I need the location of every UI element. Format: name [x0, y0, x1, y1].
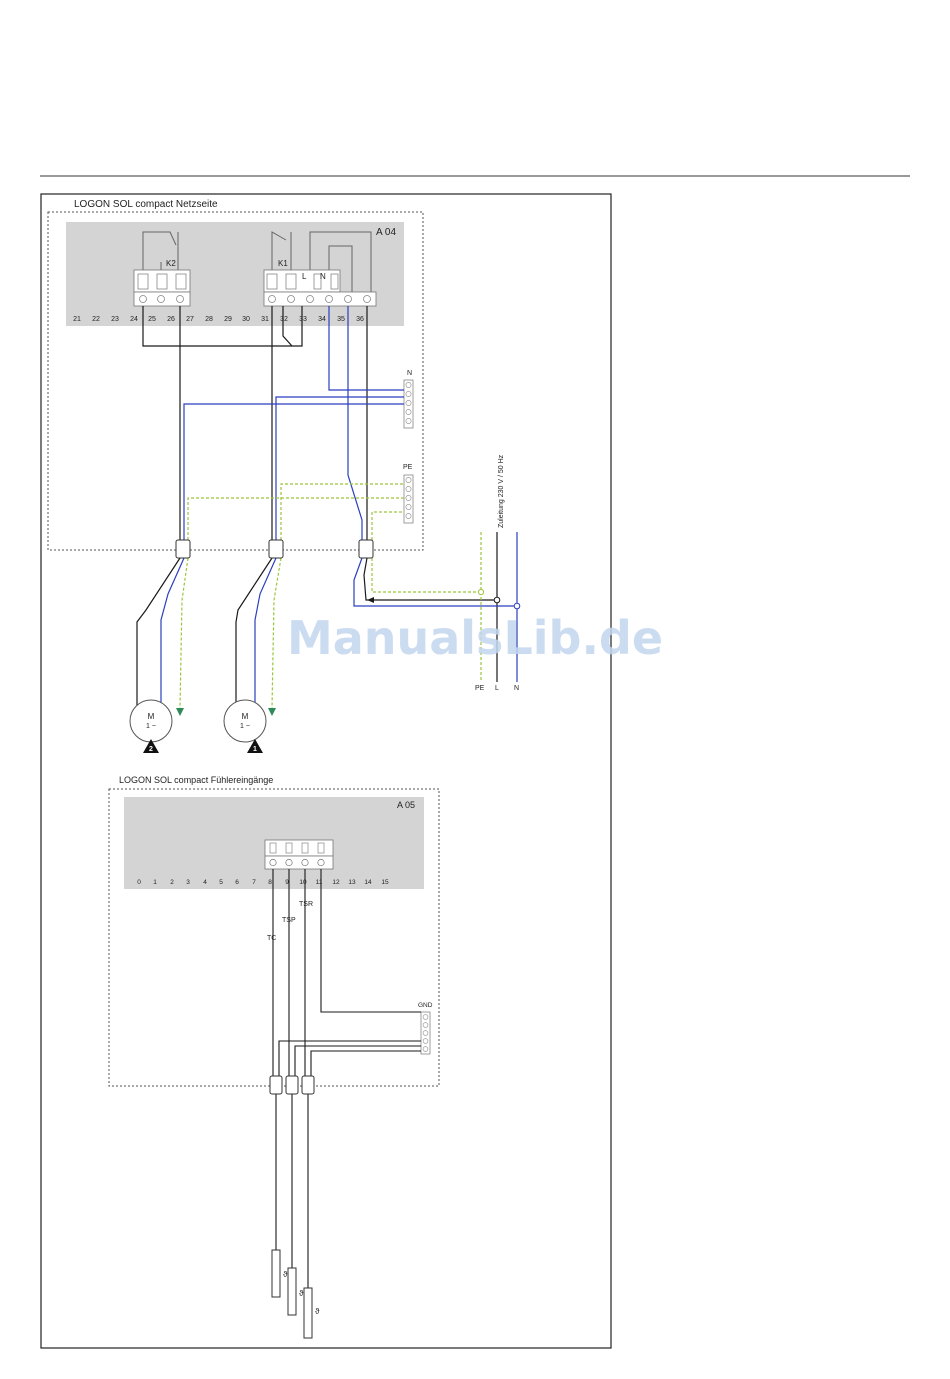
sensor-tsp-label: TSP: [282, 917, 296, 924]
a05-terminal-number: 3: [186, 879, 190, 886]
a04-terminal-number: 28: [205, 316, 213, 323]
motor-2-symbol: M: [148, 712, 155, 721]
sensor-symbol-tsr: ϑ: [315, 1307, 320, 1316]
sensor-tc-label: TC: [267, 935, 276, 942]
a05-terminal-number: 0: [137, 879, 141, 886]
pe-bus-label: PE: [403, 464, 413, 471]
supply-term-l: L: [495, 685, 499, 692]
controller-board-a04: [66, 222, 404, 326]
a04-terminal-number: 36: [356, 316, 364, 323]
supply-term-pe: PE: [475, 685, 485, 692]
motor-2-phase: 1 ~: [146, 723, 156, 730]
a05-terminal-number: 6: [235, 879, 239, 886]
bottom-section-title: LOGON SOL compact Fühlereingänge: [119, 775, 273, 785]
sensor-terminal-block: [265, 840, 333, 869]
earth-wires: [180, 484, 481, 708]
a04-terminal-number: 22: [92, 316, 100, 323]
n-busbar: [404, 380, 413, 428]
a05-terminal-number: 15: [381, 879, 389, 886]
a04-terminal-number: 30: [242, 316, 250, 323]
cable-glands-top: [176, 540, 373, 558]
gnd-bus-label: GND: [418, 1002, 433, 1009]
a04-terminal-number: 27: [186, 316, 194, 323]
gnd-busbar: [421, 1012, 430, 1054]
motor-1-symbol: M: [242, 712, 249, 721]
a05-terminal-number: 10: [299, 879, 307, 886]
n-bus-label: N: [407, 370, 412, 377]
a05-terminal-number: 8: [268, 879, 272, 886]
a04-terminal-number: 23: [111, 316, 119, 323]
a04-terminal-number: 25: [148, 316, 156, 323]
warning-marker-1: 1: [253, 746, 257, 753]
motor-1: [224, 700, 276, 753]
board-label-a05: A 05: [397, 800, 415, 810]
a05-terminal-number: 13: [348, 879, 356, 886]
warning-marker-2: 2: [149, 746, 153, 753]
a04-terminal-number: 21: [73, 316, 81, 323]
a05-terminal-number: 1: [153, 879, 157, 886]
a04-terminal-number: 26: [167, 316, 175, 323]
a05-terminal-number: 12: [332, 879, 340, 886]
watermark: ManualsLib.de: [287, 611, 663, 665]
diagram-frame: [41, 194, 611, 1348]
a05-terminal-number: 4: [203, 879, 207, 886]
a04-terminal-number: 31: [261, 316, 269, 323]
board-label-a04: A 04: [376, 227, 396, 238]
sensor-symbol-tsp: ϑ: [299, 1289, 304, 1298]
supply-term-n: N: [514, 685, 519, 692]
a04-terminal-number: 33: [299, 316, 307, 323]
a04-terminal-number: 35: [337, 316, 345, 323]
sensor-tsr-label: TSR: [299, 901, 313, 908]
supply-label: Zuleitung 230 V / 50 Hz: [498, 454, 505, 528]
a05-terminal-number: 11: [316, 879, 323, 886]
sensor-symbol-tc: ϑ: [283, 1270, 288, 1279]
a04-terminal-number: 29: [224, 316, 232, 323]
a04-terminal-number: 34: [318, 316, 326, 323]
a05-terminal-number: 14: [364, 879, 372, 886]
relay-k1-label: K1: [278, 259, 288, 268]
a04-terminal-number: 32: [280, 316, 288, 323]
sensor-cable-glands: [270, 1076, 314, 1094]
relay-n-label: N: [320, 272, 326, 281]
a04-terminal-number: 24: [130, 316, 138, 323]
a05-terminal-number: 2: [170, 879, 174, 886]
a05-terminal-number: 5: [219, 879, 223, 886]
relay-k2-block: [134, 270, 190, 306]
relay-l-label: L: [302, 272, 307, 281]
relay-k2-label: K2: [166, 259, 176, 268]
motor-2: [130, 700, 184, 753]
pe-busbar: [404, 475, 413, 523]
a05-terminal-number: 7: [252, 879, 256, 886]
top-section-title: LOGON SOL compact Netzseite: [74, 199, 218, 210]
motor-1-phase: 1 ~: [240, 723, 250, 730]
